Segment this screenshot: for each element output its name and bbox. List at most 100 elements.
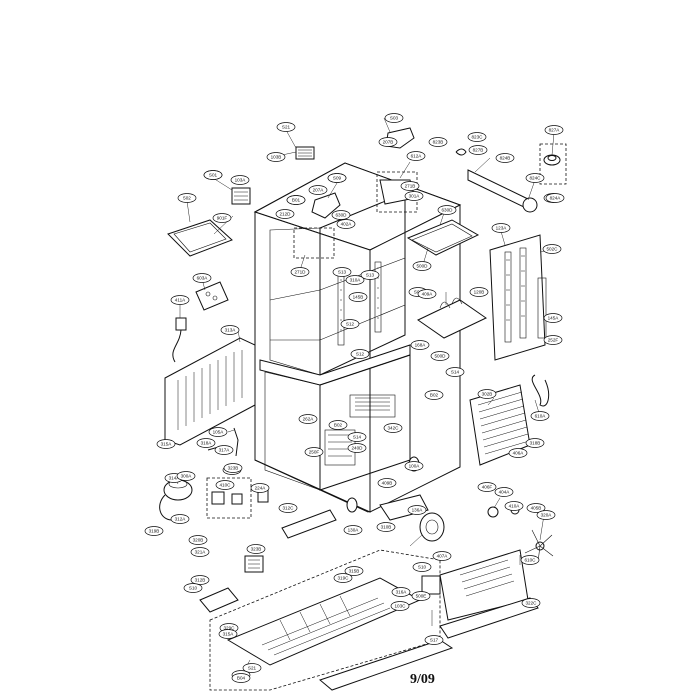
callout-label: 409B (382, 481, 393, 486)
part-callout: S10 (412, 562, 432, 572)
callout-label: B02 (334, 423, 343, 428)
callout-oval (278, 503, 298, 513)
callout-oval (203, 170, 223, 180)
callout-oval (545, 193, 565, 203)
part-callout: 168A (410, 340, 430, 350)
callout-oval (407, 505, 427, 515)
callout-label: 409A (422, 292, 434, 297)
callout-label: 312C (283, 506, 295, 511)
callout-label: 103B (271, 155, 282, 160)
callout-oval (177, 193, 197, 203)
callout-label: S10 (189, 586, 198, 591)
fan-blade (524, 529, 554, 563)
part-callout: 320B (188, 535, 208, 545)
part-callout: S14 (347, 432, 367, 442)
part-callout: B02 (328, 420, 348, 430)
part-callout: 407A (432, 551, 452, 561)
fan-motor (346, 456, 554, 563)
callout-oval (411, 591, 431, 601)
part-callout: B02 (424, 390, 444, 400)
part-callout: 319C (333, 573, 353, 583)
callout-oval (477, 482, 497, 492)
callout-label: S21 (248, 666, 257, 671)
part-callout: 901F (212, 213, 232, 223)
part-callout: 103A (230, 175, 250, 185)
callout-oval (406, 151, 426, 161)
callout-label: B01 (292, 198, 301, 203)
callout-oval (188, 535, 208, 545)
part-callout: S12 (340, 319, 360, 329)
part-callout: 500D (430, 351, 450, 361)
callout-oval (477, 389, 497, 399)
callout-label: 145B (353, 295, 364, 300)
callout-oval (347, 432, 367, 442)
part-callout: 145A (543, 313, 563, 323)
part-callout: 603A (192, 273, 212, 283)
callout-label: 105A (213, 430, 225, 435)
callout-oval (290, 267, 310, 277)
callout-label: 610A (535, 414, 547, 419)
callout-label: 630D (442, 208, 454, 213)
callout-label: 319B (149, 529, 160, 534)
callout-oval (494, 487, 514, 497)
part-callout: S10 (183, 583, 203, 593)
callout-label: 500E (416, 594, 427, 599)
callout-oval (333, 573, 353, 583)
part-callout: 319B (144, 526, 164, 536)
callout-label: 318A (201, 441, 213, 446)
callout-oval (491, 223, 511, 233)
part-callout: 410A (504, 501, 524, 511)
callout-label: 612A (411, 154, 423, 159)
part-callout: 312B (190, 575, 210, 585)
callout-oval (424, 635, 444, 645)
part-callout: 824C (525, 173, 545, 183)
callout-label: 319C (338, 576, 350, 581)
callout-oval (192, 273, 212, 283)
callout-oval (275, 209, 295, 219)
part-callout: 316A (391, 587, 411, 597)
callout-label: 302B (482, 392, 493, 397)
part-callout: S17 (424, 635, 444, 645)
part-callout: 404A (494, 487, 514, 497)
callout-oval (340, 319, 360, 329)
panel-502 (167, 219, 233, 257)
callout-oval (400, 181, 420, 191)
part-callout: S13 (332, 267, 352, 277)
callout-oval (298, 414, 318, 424)
callout-oval (230, 175, 250, 185)
callout-oval (544, 125, 564, 135)
part-callout: 323B (246, 544, 266, 554)
callout-label: 500D (417, 264, 429, 269)
part-callout: 315A (218, 629, 238, 639)
callout-label: 329C (224, 626, 236, 631)
callout-label: 312B (195, 578, 206, 583)
part-callouts: S21S03207B823B823C827A103BS01S03B01612AS… (144, 113, 565, 683)
callout-oval (328, 420, 348, 430)
callout-label: 317A (219, 448, 231, 453)
part-callout: S14 (445, 367, 465, 377)
callout-label: 313A (225, 328, 237, 333)
part-callout: S12 (350, 349, 370, 359)
part-callout: 502C (542, 244, 562, 254)
callout-label: 322C (526, 601, 538, 606)
callout-oval (246, 544, 266, 554)
callout-label: 824A (550, 196, 562, 201)
callout-label: 123A (496, 226, 508, 231)
callout-label: 410C (220, 483, 232, 488)
part-callout: 262A (298, 414, 318, 424)
callout-label: S14 (451, 370, 460, 375)
callout-label: 315A (223, 632, 235, 637)
part-callout: 123A (491, 223, 511, 233)
callout-label: 271D (295, 270, 307, 275)
callout-label: S09 (333, 176, 342, 181)
base-plate (199, 555, 539, 691)
part-callout: 312A (170, 514, 190, 524)
callout-label: 224A (255, 486, 267, 491)
refrigerator-cabinet (253, 162, 462, 513)
part-callout: 130A (343, 525, 363, 535)
callout-label: 310B (381, 525, 392, 530)
callout-oval (530, 411, 550, 421)
callout-oval (170, 295, 190, 305)
callout-oval (469, 287, 489, 297)
